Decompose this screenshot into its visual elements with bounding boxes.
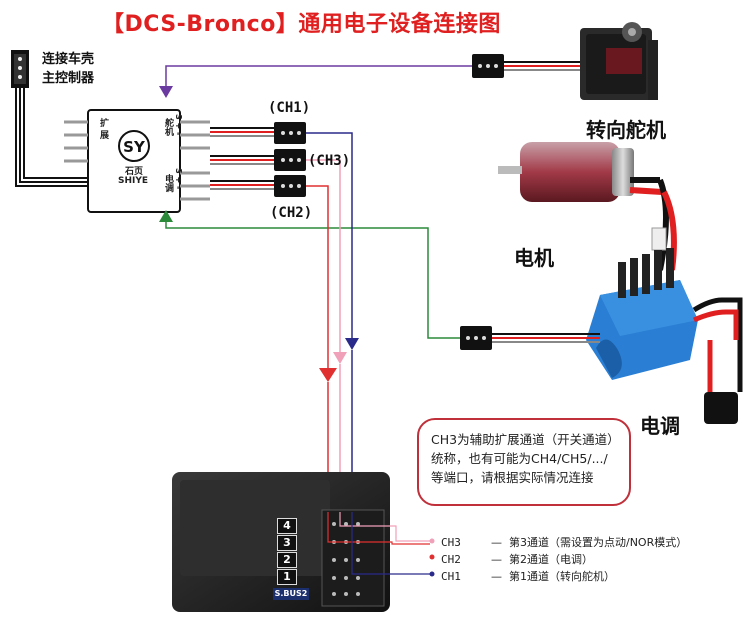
ch2-arrow: [319, 368, 337, 382]
legend-ch1-code: CH1: [441, 570, 461, 583]
arrow-purple: [159, 86, 173, 98]
ch3-note-box: CH3为辅助扩展通道（开关通道）统称，也有可能为CH4/CH5/.../等端口，…: [417, 418, 631, 506]
ch2-label: (CH2): [270, 205, 313, 221]
chassis-label-line1: 连接车壳: [42, 52, 95, 67]
legend-ch1-dash: —: [491, 570, 502, 583]
rx-channel-2: 2: [277, 552, 297, 568]
module-connectors: [274, 122, 306, 197]
ch3-arrow: [333, 352, 347, 364]
rx-channel-1: 1: [277, 569, 297, 585]
diagram-title: 【DCS-Bronco】通用电子设备连接图: [102, 12, 501, 37]
esc-image: [586, 248, 743, 424]
servo-image: [580, 22, 658, 100]
legend-ch1-desc: 第1通道（转向舵机）: [509, 570, 615, 583]
legend-ch2-code: CH2: [441, 553, 461, 566]
module-esc-label: 电调: [163, 174, 173, 192]
chassis-cable: [11, 50, 90, 187]
logo-mark-text: SY: [123, 138, 146, 156]
rx-channel-4: 4: [277, 518, 297, 534]
legend-ch3-code: CH3: [441, 536, 461, 549]
ch1-label: (CH1): [268, 100, 311, 116]
module-logo-sub: 石页: [125, 167, 144, 177]
arrow-green: [159, 210, 173, 222]
rx-channel-3: 3: [277, 535, 297, 551]
ch1-arrow: [345, 338, 359, 350]
ch1-line: [306, 132, 353, 338]
module-pinmarks-bottom: S + -: [174, 168, 183, 190]
legend-row-ch3: CH3 — 第3通道（需设置为点动/NOR模式）: [441, 534, 687, 550]
ch3-label: (CH3): [308, 153, 351, 169]
motor-image: [498, 142, 677, 271]
module-expand-label: 扩 展: [98, 118, 108, 140]
chassis-label-line2: 主控制器: [42, 71, 95, 86]
legend-ch3-desc: 第3通道（需设置为点动/NOR模式）: [509, 536, 688, 549]
module-logo-brand: SHIYE: [118, 176, 149, 186]
servo-label: 转向舵机: [586, 118, 666, 142]
sbus-port-label: S.BUS2: [273, 588, 309, 600]
logo-mark: [118, 130, 150, 162]
esc-label: 电调: [640, 414, 680, 438]
legend-ch3-dash: —: [491, 536, 502, 549]
motor-label: 电机: [514, 246, 554, 270]
ch2-line: [306, 185, 329, 368]
ch3-line: [306, 159, 341, 352]
legend-ch2-desc: 第2通道（电调）: [509, 553, 593, 566]
legend-row-ch1: CH1 — 第1通道（转向舵机）: [441, 568, 615, 584]
expansion-module: SY: [64, 109, 210, 213]
module-servo-label: 舵机: [163, 118, 173, 136]
module-pinmarks-top: S + -: [174, 114, 183, 136]
legend-row-ch2: CH2 — 第2通道（电调）: [441, 551, 593, 567]
module-leads: [210, 127, 274, 190]
legend-ch2-dash: —: [491, 553, 502, 566]
